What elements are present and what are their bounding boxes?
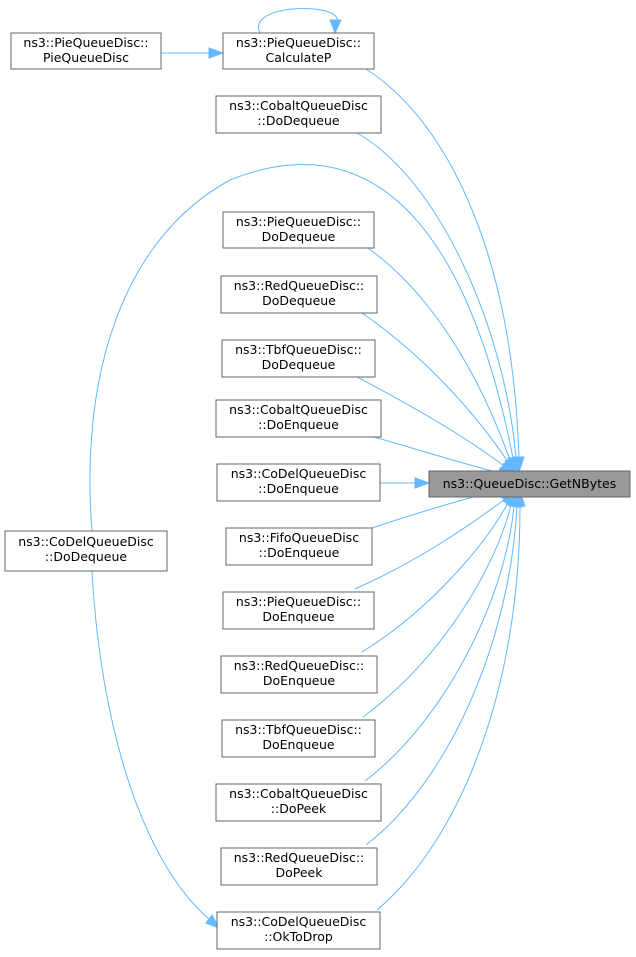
- node-codel-oktodrop[interactable]: ns3::CoDelQueueDisc ::OkToDrop: [216, 911, 381, 950]
- node-codel-dodequeue[interactable]: ns3::CoDelQueueDisc ::DoDequeue: [4, 530, 168, 572]
- node-red-doenqueue-line2: DoEnqueue: [263, 673, 336, 688]
- node-red-dopeek[interactable]: ns3::RedQueueDisc:: DoPeek: [220, 847, 378, 886]
- node-tbf-dodequeue-line1: ns3::TbfQueueDisc::: [235, 342, 362, 357]
- edge-codel-dodequeue-to-oktodrop: [91, 570, 221, 929]
- node-fifo-doenqueue-line1: ns3::FifoQueueDisc: [239, 530, 359, 545]
- node-fifo-doenqueue-line2: ::DoEnqueue: [259, 545, 340, 560]
- node-pie-calculatep-line2: CalculateP: [266, 50, 332, 65]
- edge-cobalt-dopeek-to-getnbytes: [364, 490, 520, 782]
- node-getnbytes-label: ns3::QueueDisc::GetNBytes: [443, 476, 617, 491]
- call-edges: [89, 7, 526, 929]
- node-red-doenqueue[interactable]: ns3::RedQueueDisc:: DoEnqueue: [220, 655, 378, 694]
- edge-pie-ctor-to-calculatep: [161, 47, 225, 59]
- call-nodes: ns3::QueueDisc::GetNBytes ns3::PieQueueD…: [4, 32, 631, 950]
- node-codel-dodequeue-line2: ::DoDequeue: [45, 549, 127, 564]
- node-pie-ctor-line1: ns3::PieQueueDisc::: [23, 35, 148, 50]
- node-red-dodequeue-line2: DoDequeue: [262, 293, 336, 308]
- node-red-dodequeue[interactable]: ns3::RedQueueDisc:: DoDequeue: [220, 275, 378, 314]
- node-red-doenqueue-line1: ns3::RedQueueDisc::: [234, 658, 365, 673]
- node-red-dopeek-line2: DoPeek: [276, 865, 324, 880]
- edge-pie-calculatep-to-getnbytes: [365, 68, 525, 474]
- edge-red-doenqueue-to-getnbytes: [361, 490, 515, 653]
- node-pie-ctor-line2: PieQueueDisc: [43, 50, 129, 65]
- node-red-dopeek-line1: ns3::RedQueueDisc::: [234, 850, 365, 865]
- edge-tbf-doenqueue-to-getnbytes: [362, 490, 517, 718]
- node-codel-oktodrop-line2: ::OkToDrop: [264, 929, 333, 944]
- edge-pie-doenqueue-to-getnbytes: [354, 490, 515, 590]
- node-cobalt-dodequeue[interactable]: ns3::CobaltQueueDisc ::DoDequeue: [215, 95, 382, 134]
- node-codel-doenqueue-line2: ::DoEnqueue: [258, 481, 339, 496]
- node-codel-doenqueue-line1: ns3::CoDelQueueDisc: [231, 466, 367, 481]
- node-tbf-dodequeue[interactable]: ns3::TbfQueueDisc:: DoDequeue: [221, 339, 376, 378]
- node-cobalt-doenqueue-line1: ns3::CobaltQueueDisc: [229, 402, 368, 417]
- node-pie-doenqueue-line2: DoEnqueue: [262, 609, 335, 624]
- node-pie-dodequeue[interactable]: ns3::PieQueueDisc:: DoDequeue: [222, 211, 375, 249]
- node-cobalt-dodequeue-line2: ::DoDequeue: [257, 113, 339, 128]
- edge-codel-doenqueue-to-getnbytes: [380, 477, 431, 489]
- node-cobalt-dopeek[interactable]: ns3::CobaltQueueDisc ::DoPeek: [215, 783, 382, 822]
- node-cobalt-dopeek-line1: ns3::CobaltQueueDisc: [229, 786, 368, 801]
- node-pie-calculatep-line1: ns3::PieQueueDisc::: [236, 35, 361, 50]
- node-tbf-doenqueue[interactable]: ns3::TbfQueueDisc:: DoEnqueue: [221, 719, 376, 758]
- node-tbf-dodequeue-line2: DoDequeue: [262, 357, 336, 372]
- edge-pie-calculatep-self-loop: [258, 7, 342, 35]
- node-pie-dodequeue-line1: ns3::PieQueueDisc::: [236, 214, 361, 229]
- node-pie-ctor[interactable]: ns3::PieQueueDisc:: PieQueueDisc: [10, 32, 162, 70]
- node-tbf-doenqueue-line1: ns3::TbfQueueDisc::: [235, 722, 362, 737]
- edge-cobalt-dodequeue-to-getnbytes: [356, 132, 522, 474]
- node-pie-dodequeue-line2: DoDequeue: [262, 229, 336, 244]
- node-getnbytes[interactable]: ns3::QueueDisc::GetNBytes: [428, 470, 631, 498]
- node-pie-doenqueue[interactable]: ns3::PieQueueDisc:: DoEnqueue: [222, 591, 375, 630]
- node-codel-oktodrop-line1: ns3::CoDelQueueDisc: [231, 914, 367, 929]
- node-cobalt-doenqueue[interactable]: ns3::CobaltQueueDisc ::DoEnqueue: [215, 399, 382, 438]
- node-tbf-doenqueue-line2: DoEnqueue: [262, 737, 335, 752]
- node-red-dodequeue-line1: ns3::RedQueueDisc::: [234, 278, 365, 293]
- node-cobalt-doenqueue-line2: ::DoEnqueue: [258, 417, 339, 432]
- node-codel-dodequeue-line1: ns3::CoDelQueueDisc: [18, 534, 154, 549]
- edge-red-dodequeue-to-getnbytes: [361, 312, 513, 477]
- node-pie-doenqueue-line1: ns3::PieQueueDisc::: [236, 594, 361, 609]
- edge-codel-oktodrop-to-getnbytes: [376, 490, 526, 911]
- node-cobalt-dopeek-line2: ::DoPeek: [271, 801, 327, 816]
- node-fifo-doenqueue[interactable]: ns3::FifoQueueDisc ::DoEnqueue: [225, 527, 373, 566]
- node-codel-doenqueue[interactable]: ns3::CoDelQueueDisc ::DoEnqueue: [216, 463, 381, 502]
- edge-red-dopeek-to-getnbytes: [365, 490, 523, 846]
- node-cobalt-dodequeue-line1: ns3::CobaltQueueDisc: [229, 98, 368, 113]
- node-pie-calculatep[interactable]: ns3::PieQueueDisc:: CalculateP: [222, 32, 375, 70]
